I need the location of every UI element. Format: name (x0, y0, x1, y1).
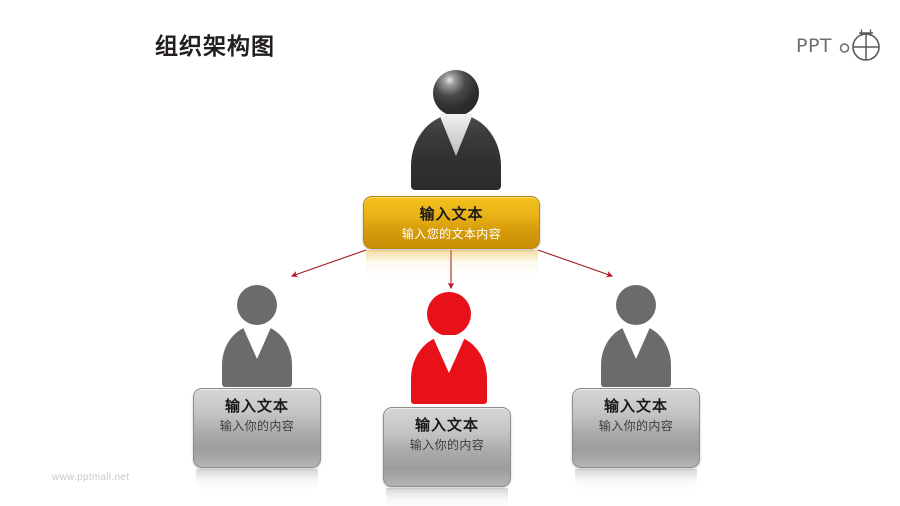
crosshair-circle-icon (839, 29, 880, 61)
person-figure-left (222, 285, 292, 390)
page-title: 组织架构图 (155, 33, 275, 59)
person-head-icon (427, 292, 471, 336)
node-reflection-root (366, 250, 538, 276)
edge-root-to-left (290, 249, 367, 278)
node-box-right[interactable]: 输入文本 输入你的内容 (572, 388, 700, 468)
edge-root-to-right (537, 249, 614, 278)
node-reflection-right (575, 469, 697, 491)
node-subtitle-right: 输入你的内容 (598, 418, 674, 433)
person-head-icon (237, 285, 277, 325)
node-subtitle-root: 输入您的文本内容 (401, 226, 502, 241)
node-reflection-mid (386, 488, 508, 506)
node-subtitle-left: 输入你的内容 (219, 418, 295, 433)
node-box-root[interactable]: 输入文本 输入您的文本内容 (363, 196, 540, 249)
person-figure-mid (411, 292, 487, 404)
brand-logo-text: PPT (796, 35, 833, 57)
person-figure-right (601, 285, 671, 390)
node-subtitle-mid: 输入你的内容 (409, 437, 485, 452)
node-reflection-left (196, 469, 318, 491)
person-head-icon (433, 70, 479, 116)
brand-logo: PPT (796, 27, 892, 65)
node-title-mid: 输入文本 (414, 417, 479, 434)
node-box-mid[interactable]: 输入文本 输入你的内容 (383, 407, 511, 487)
node-title-right: 输入文本 (603, 398, 668, 415)
watermark-text: www.pptmall.net (52, 472, 130, 483)
node-title-root: 输入文本 (419, 206, 484, 223)
person-figure-root (411, 70, 501, 190)
person-head-icon (616, 285, 656, 325)
node-title-left: 输入文本 (224, 398, 289, 415)
node-box-left[interactable]: 输入文本 输入你的内容 (193, 388, 321, 468)
